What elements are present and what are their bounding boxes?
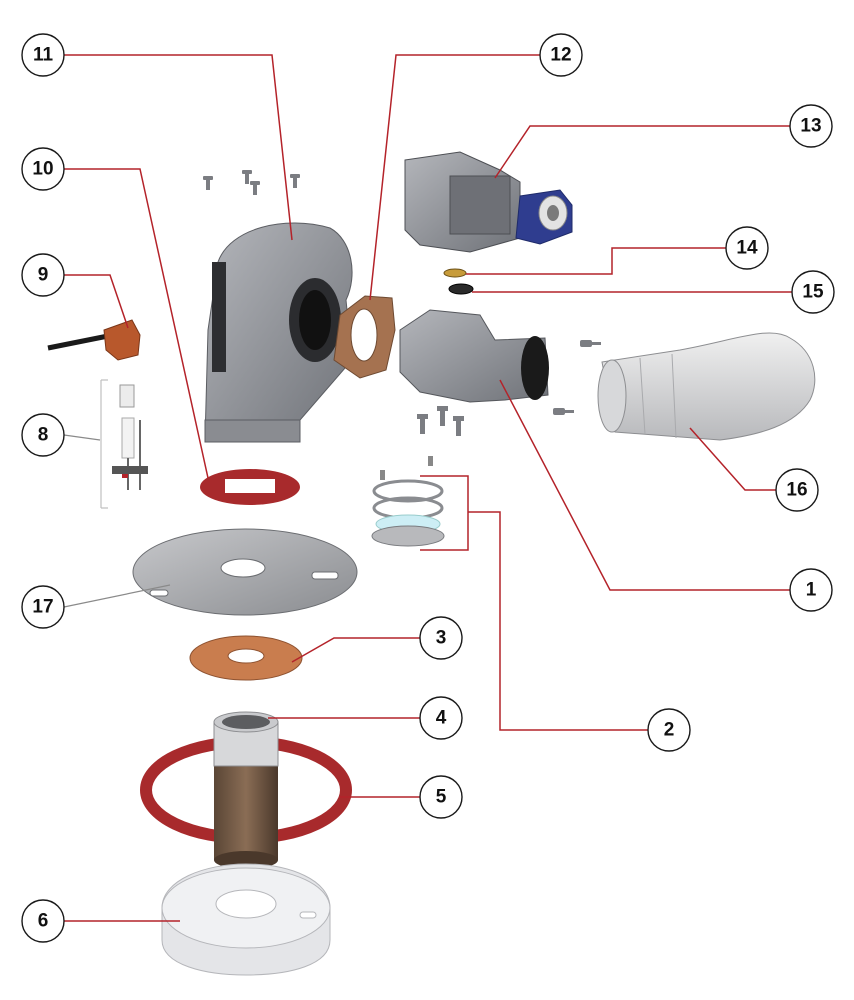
fan-base-gasket [200, 469, 300, 505]
svg-text:6: 6 [38, 911, 49, 932]
callout-9: 9 [21, 253, 65, 297]
plate-gasket [189, 635, 303, 681]
fan-housing [204, 222, 353, 443]
callout-15: 15 [791, 270, 835, 314]
svg-text:10: 10 [32, 159, 53, 180]
callout-3: 3 [419, 616, 463, 660]
callout-13: 13 [789, 104, 833, 148]
venturi-screws [417, 340, 601, 436]
callout-8: 8 [21, 413, 65, 457]
svg-text:2: 2 [664, 720, 675, 741]
callout-1: 1 [789, 568, 833, 612]
callout-16: 16 [775, 468, 819, 512]
fan-screws [203, 170, 300, 195]
burner-tube [213, 711, 279, 869]
svg-text:3: 3 [436, 628, 447, 649]
svg-text:15: 15 [802, 282, 824, 303]
svg-text:8: 8 [38, 425, 49, 446]
callout-2: 2 [647, 708, 691, 752]
burner-plate [132, 528, 358, 616]
insulation-disk [161, 863, 331, 976]
leader-lines [63, 54, 792, 922]
callout-11: 11 [21, 33, 65, 77]
svg-text:17: 17 [32, 597, 53, 618]
o-ring-brass [443, 268, 467, 278]
callout-17: 17 [21, 585, 65, 629]
svg-text:4: 4 [436, 708, 447, 729]
callout-5: 5 [419, 775, 463, 819]
svg-text:16: 16 [786, 480, 807, 501]
gasket-set [371, 456, 445, 547]
callout-4: 4 [419, 696, 463, 740]
svg-text:13: 13 [800, 116, 821, 137]
ignition-cap [47, 319, 141, 361]
fan-gasket [333, 295, 396, 379]
svg-text:12: 12 [550, 45, 571, 66]
svg-text:1: 1 [806, 580, 817, 601]
svg-text:14: 14 [736, 238, 758, 259]
air-inlet-elbow [597, 332, 816, 441]
o-ring-black [448, 283, 474, 295]
callout-6: 6 [21, 899, 65, 943]
gas-valve [404, 151, 573, 253]
venturi-assembly [399, 309, 549, 403]
electrode-set [100, 379, 148, 509]
svg-text:11: 11 [33, 45, 54, 66]
svg-text:5: 5 [436, 787, 447, 808]
callout-12: 12 [539, 33, 583, 77]
callout-14: 14 [725, 226, 769, 270]
callout-10: 10 [21, 147, 65, 191]
svg-text:9: 9 [38, 265, 49, 286]
